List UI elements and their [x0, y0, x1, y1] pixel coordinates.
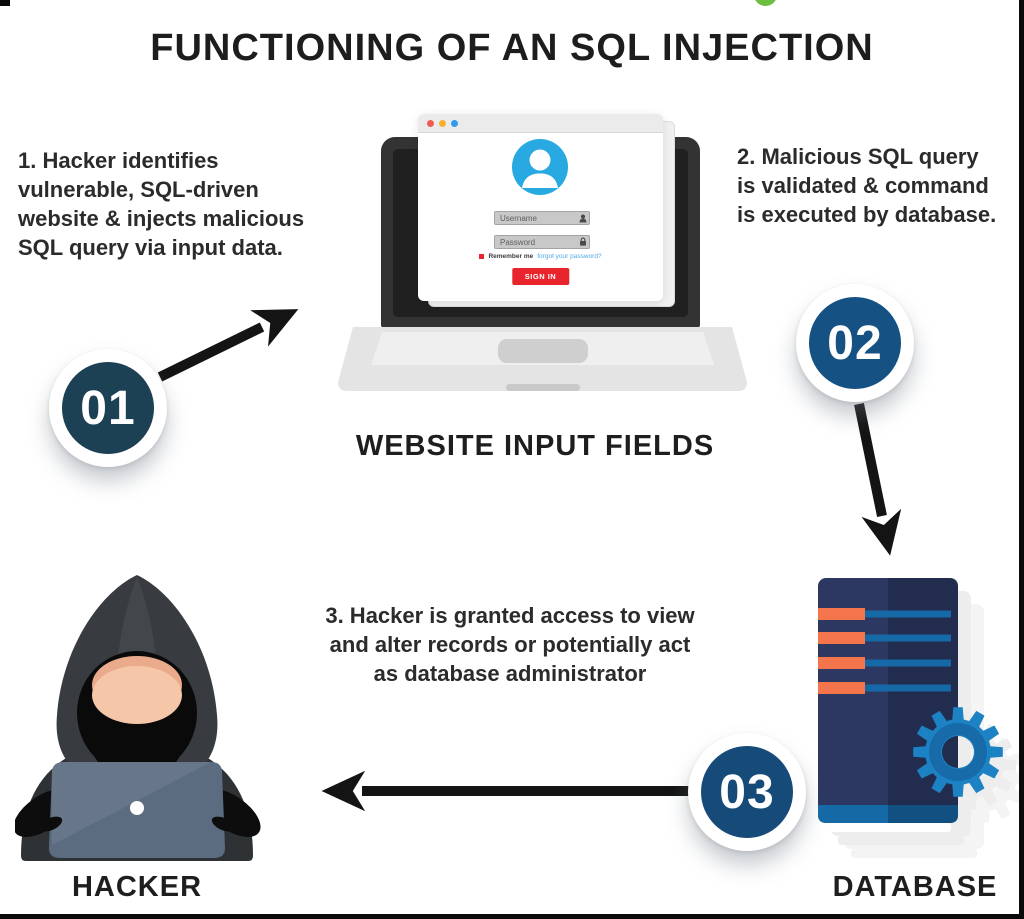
step3-badge-number: 03	[701, 746, 793, 838]
screenshot-edge-bottom	[0, 914, 1024, 919]
browser-window: Remember me forgot your password? SIGN I…	[418, 114, 663, 301]
step1-badge: 01	[49, 349, 167, 467]
password-input[interactable]	[494, 235, 590, 249]
screenshot-corner-mark	[0, 0, 10, 6]
person-icon	[579, 214, 587, 223]
arrow-02-to-database-icon	[854, 402, 902, 556]
screenshot-edge-right	[1019, 0, 1024, 919]
laptop-base	[338, 327, 747, 391]
remember-checkbox[interactable]	[479, 254, 485, 259]
page-title: FUNCTIONING OF AN SQL INJECTION	[150, 27, 874, 69]
server-led-bar	[818, 682, 865, 694]
browser-titlebar	[418, 114, 663, 133]
laptop-logo-dot	[130, 801, 144, 815]
hacker-face	[92, 666, 182, 724]
browser-minimize-icon[interactable]	[439, 119, 446, 127]
logo-fragment-green-dot	[754, 0, 777, 6]
step1-badge-number: 01	[62, 362, 154, 454]
server-led-bar	[818, 657, 865, 669]
step3-description: 3. Hacker is granted access to view and …	[325, 603, 695, 686]
username-input[interactable]	[494, 211, 590, 225]
hacker-illustration	[15, 575, 261, 861]
database-server-illustration	[818, 578, 1003, 832]
step2-description: 2. Malicious SQL query is validated & co…	[737, 144, 997, 227]
database-label: DATABASE	[832, 871, 998, 903]
step2-badge-number: 02	[809, 297, 901, 389]
step2-badge: 02	[796, 284, 914, 402]
step3-badge: 03	[688, 733, 806, 851]
user-avatar-icon	[512, 139, 568, 195]
hacker-label: HACKER	[71, 871, 203, 903]
remember-forgot-row: Remember me forgot your password?	[418, 253, 663, 260]
forgot-password-link[interactable]: forgot your password?	[537, 253, 602, 260]
lock-icon	[580, 237, 586, 246]
step1-description: 1. Hacker identifies vulnerable, SQL-dri…	[18, 148, 305, 260]
sign-in-button[interactable]: SIGN IN	[511, 268, 570, 285]
arrow-01-to-website-icon	[157, 309, 299, 382]
trackpad	[498, 339, 588, 363]
server-led-bar	[818, 632, 865, 644]
website-input-fields-label: WEBSITE INPUT FIELDS	[355, 430, 715, 462]
gear-icon	[913, 707, 1003, 797]
browser-maximize-icon[interactable]	[451, 119, 458, 127]
browser-close-icon[interactable]	[427, 119, 434, 127]
server-led-bar	[818, 608, 865, 620]
remember-me-label: Remember me	[488, 253, 534, 260]
